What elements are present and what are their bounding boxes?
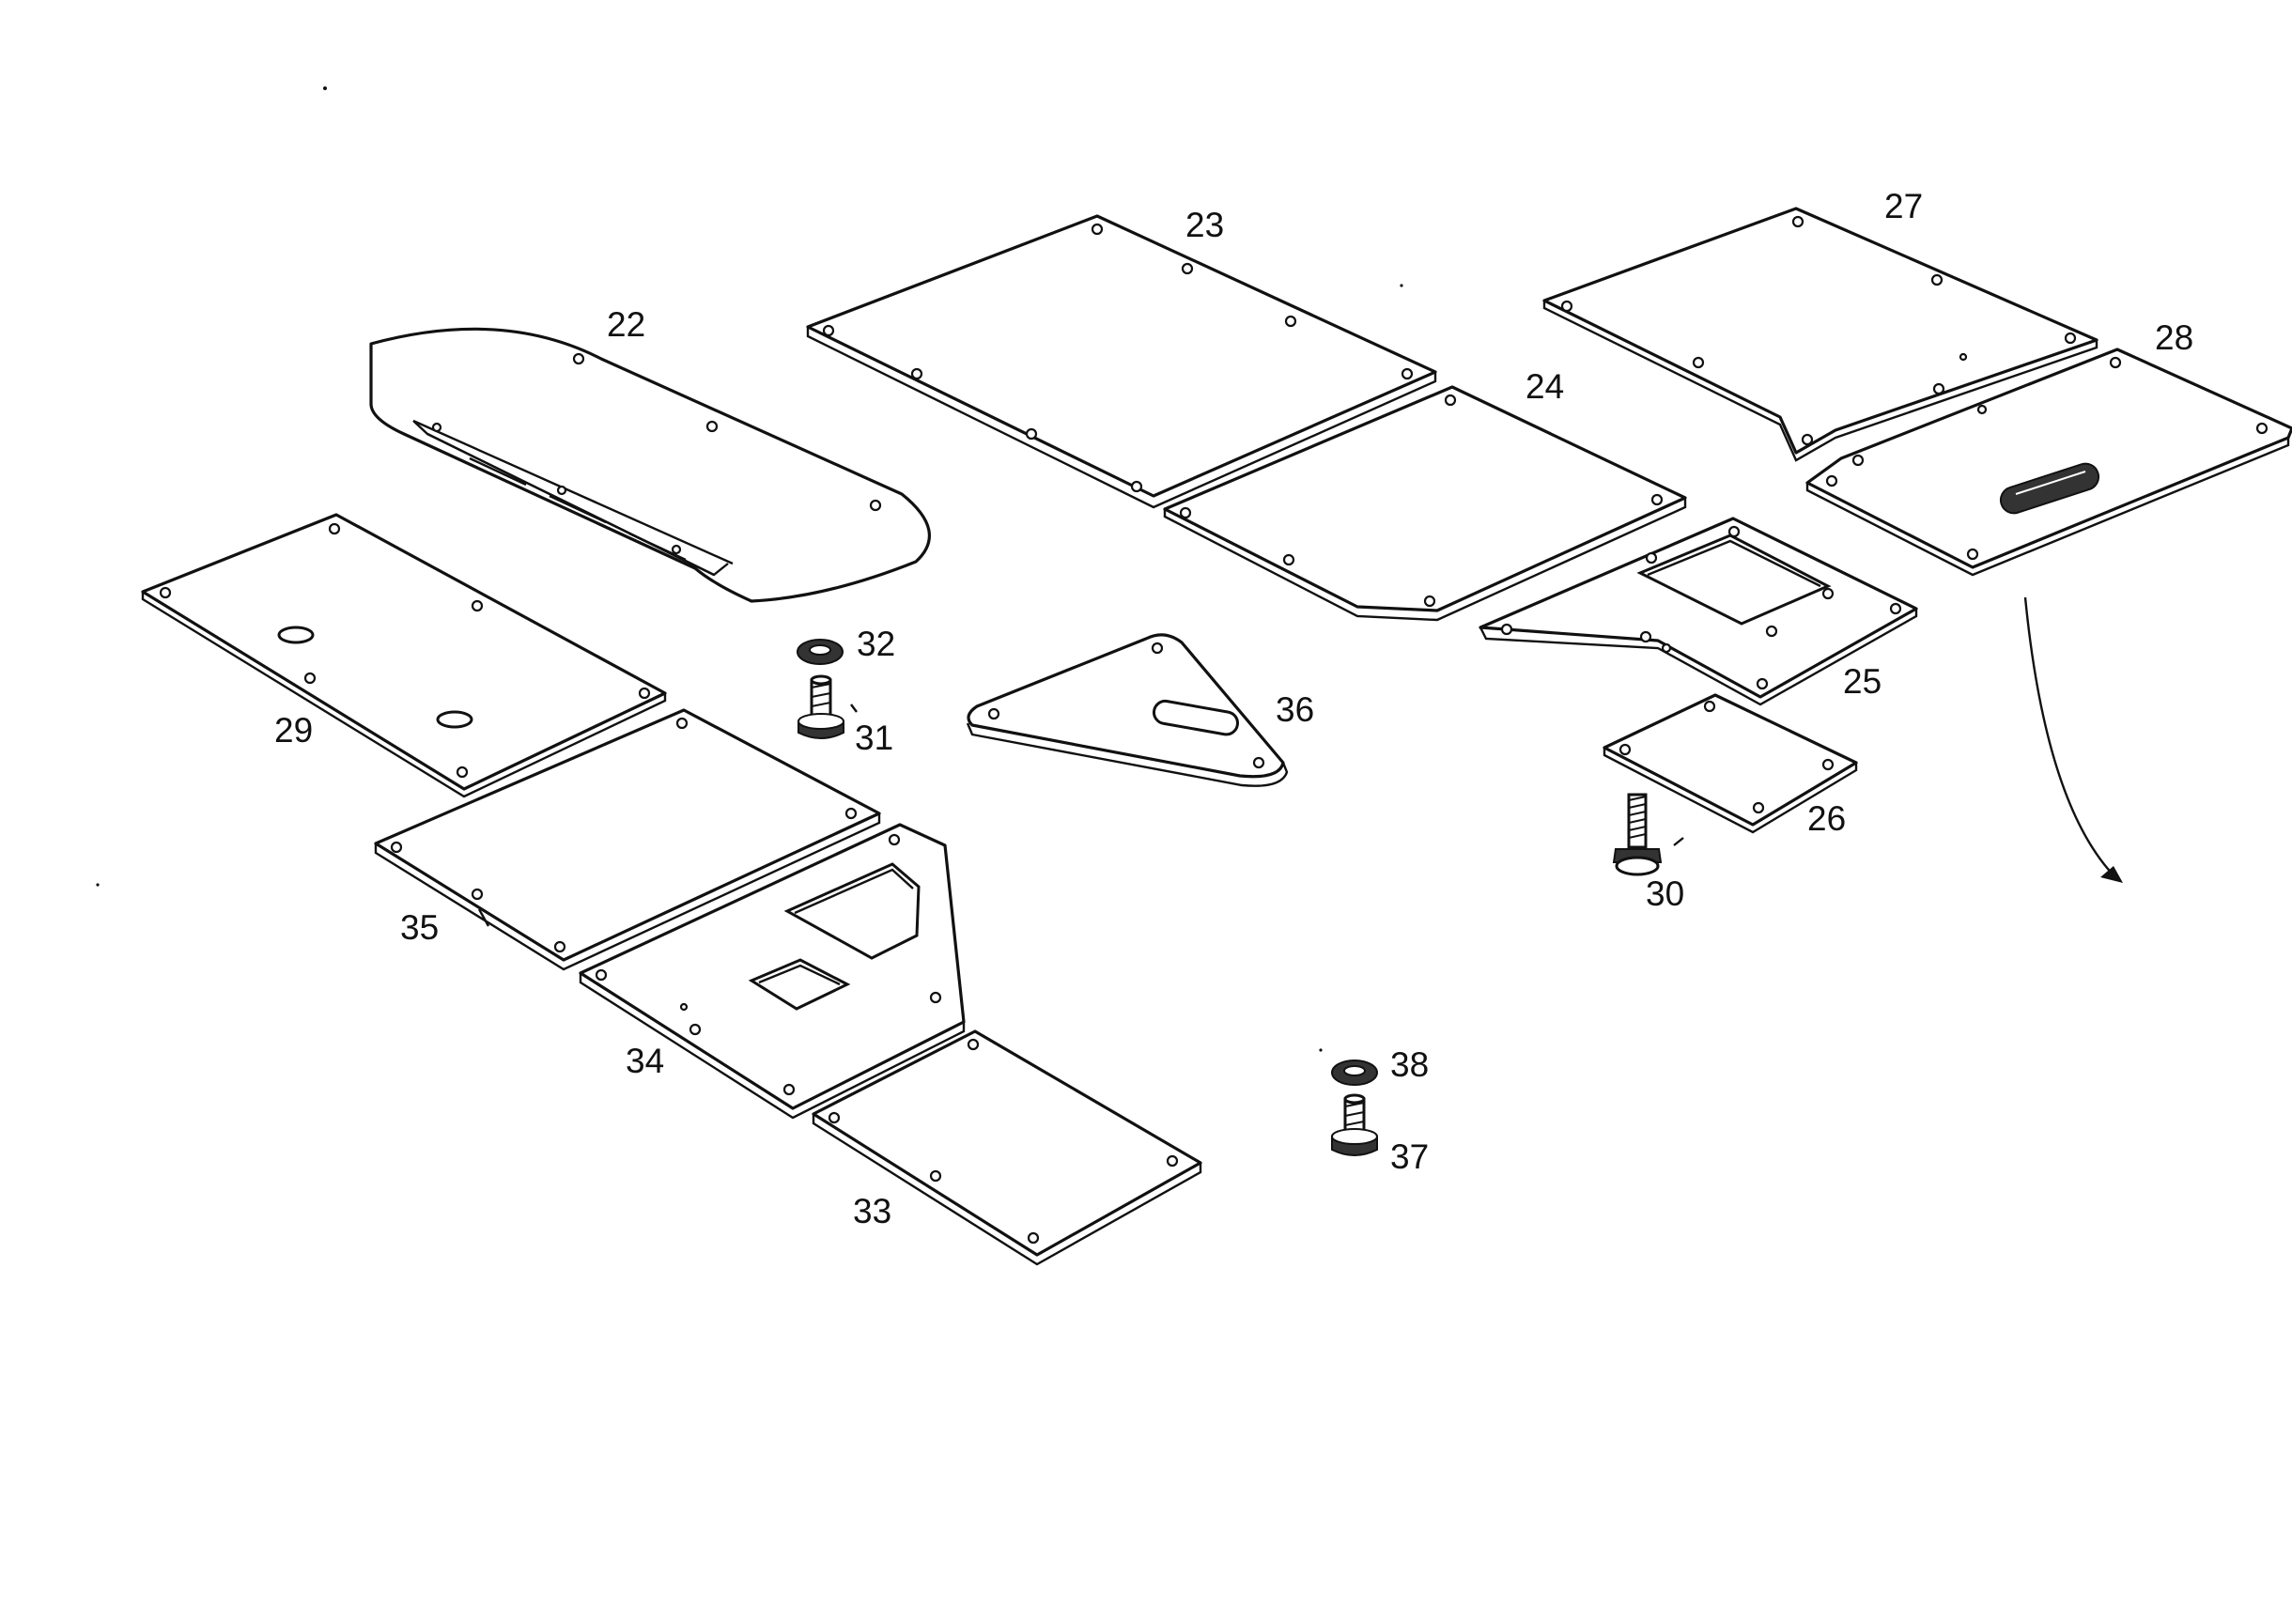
specks — [96, 86, 1403, 1052]
label-35: 35 — [400, 908, 439, 947]
label-25: 25 — [1843, 662, 1882, 701]
label-32: 32 — [857, 625, 895, 663]
part-35-plate — [374, 708, 881, 971]
label-37: 37 — [1390, 1137, 1429, 1176]
label-34: 34 — [626, 1042, 664, 1080]
leader-lines — [477, 704, 1684, 927]
part-38-washer — [1331, 1059, 1378, 1086]
label-33: 33 — [853, 1192, 891, 1230]
part-31-knob-screw — [798, 674, 844, 739]
part-26-small-plate — [1603, 693, 1858, 834]
part-30-bolt-nut — [1612, 793, 1663, 876]
direction-arrow — [2023, 596, 2123, 883]
part-24-plate — [1163, 385, 1687, 622]
label-23: 23 — [1185, 206, 1224, 244]
part-37-knob-screw — [1331, 1093, 1378, 1156]
label-29: 29 — [274, 711, 313, 750]
label-38: 38 — [1390, 1045, 1429, 1084]
label-28: 28 — [2155, 318, 2193, 357]
label-31: 31 — [855, 719, 893, 757]
part-number-labels: 22 23 24 25 26 27 28 29 30 31 32 33 34 3… — [274, 187, 2193, 1230]
label-22: 22 — [607, 305, 645, 344]
label-30: 30 — [1646, 874, 1684, 913]
part-34-panel-with-windows — [579, 823, 966, 1120]
part-27-plate — [1542, 207, 2098, 462]
label-36: 36 — [1276, 690, 1314, 729]
part-23-large-plate — [806, 214, 1437, 509]
label-26: 26 — [1807, 799, 1846, 838]
part-33-plate — [812, 1029, 1202, 1266]
part-25-bracket-plate — [1479, 517, 1918, 706]
part-32-washer — [797, 639, 844, 665]
part-28-plate — [1805, 348, 2292, 577]
part-29-base-plate — [141, 513, 667, 798]
part-36-triangle-plate — [966, 633, 1289, 787]
label-24: 24 — [1525, 367, 1564, 406]
part-22-cover-plate — [369, 327, 931, 603]
label-27: 27 — [1884, 187, 1923, 225]
